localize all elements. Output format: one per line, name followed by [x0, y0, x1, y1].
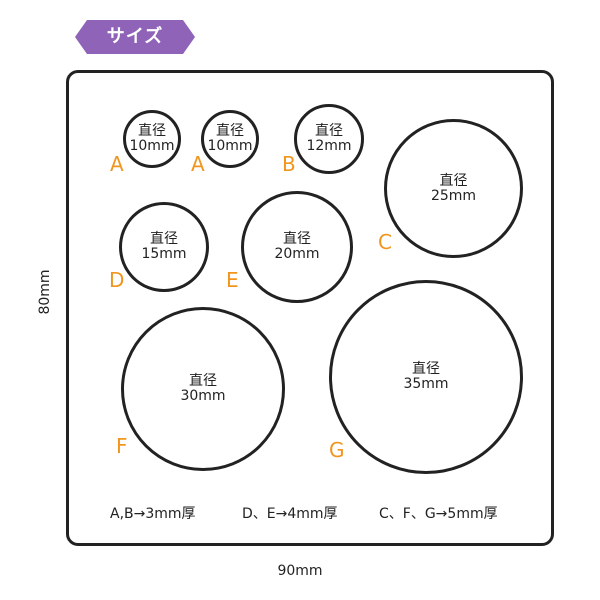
width-dimension: 90mm	[277, 563, 323, 579]
letter-d: D	[109, 268, 125, 292]
circle-a1: 直径 10mm	[123, 110, 181, 168]
circle-b: 直径 12mm	[294, 104, 364, 174]
circle-a1-label-line1: 直径	[138, 123, 166, 139]
letter-g: G	[329, 438, 345, 462]
circle-g-label-line2: 35mm	[403, 376, 449, 392]
circle-b-label-line1: 直径	[315, 123, 343, 139]
circle-e: 直径 20mm	[241, 191, 353, 303]
circle-c-label-line2: 25mm	[430, 187, 477, 204]
circle-e-label-line1: 直径	[283, 231, 311, 247]
circle-f-label-line1: 直径	[189, 373, 217, 389]
thickness-note-cfg: C、F、G→5mm厚	[379, 506, 498, 522]
circle-d: 直径 15mm	[119, 202, 209, 292]
circle-c-label-line1: 直径	[439, 172, 468, 189]
size-badge: サイズ	[75, 20, 195, 54]
height-dimension: 80mm	[37, 269, 53, 315]
thickness-note-ab: A,B→3mm厚	[110, 506, 196, 522]
circle-b-label-line2: 12mm	[306, 138, 352, 154]
circle-a1-label-line2: 10mm	[129, 138, 175, 154]
circle-f-label-line2: 30mm	[180, 388, 226, 404]
circle-a2-label-line2: 10mm	[207, 138, 253, 154]
circle-f: 直径 30mm	[121, 307, 285, 471]
thickness-note-de: D、E→4mm厚	[242, 506, 338, 522]
circle-g: 直径 35mm	[329, 280, 523, 474]
circle-d-label-line1: 直径	[150, 231, 178, 247]
circle-e-label-line2: 20mm	[274, 246, 320, 262]
badge-shape	[75, 20, 195, 54]
letter-b: B	[282, 152, 296, 176]
letter-a1: A	[110, 152, 124, 176]
letter-c: C	[378, 230, 392, 254]
letter-a2: A	[191, 152, 205, 176]
circle-g-label-line1: 直径	[412, 361, 440, 377]
circle-a2-label-line1: 直径	[216, 123, 244, 139]
size-title: サイズ	[106, 26, 164, 47]
circle-d-label-line2: 15mm	[141, 246, 187, 262]
circle-c: 直径 25mm	[384, 119, 523, 258]
circle-a2: 直径 10mm	[201, 110, 259, 168]
letter-f: F	[116, 434, 128, 458]
letter-e: E	[226, 268, 239, 292]
